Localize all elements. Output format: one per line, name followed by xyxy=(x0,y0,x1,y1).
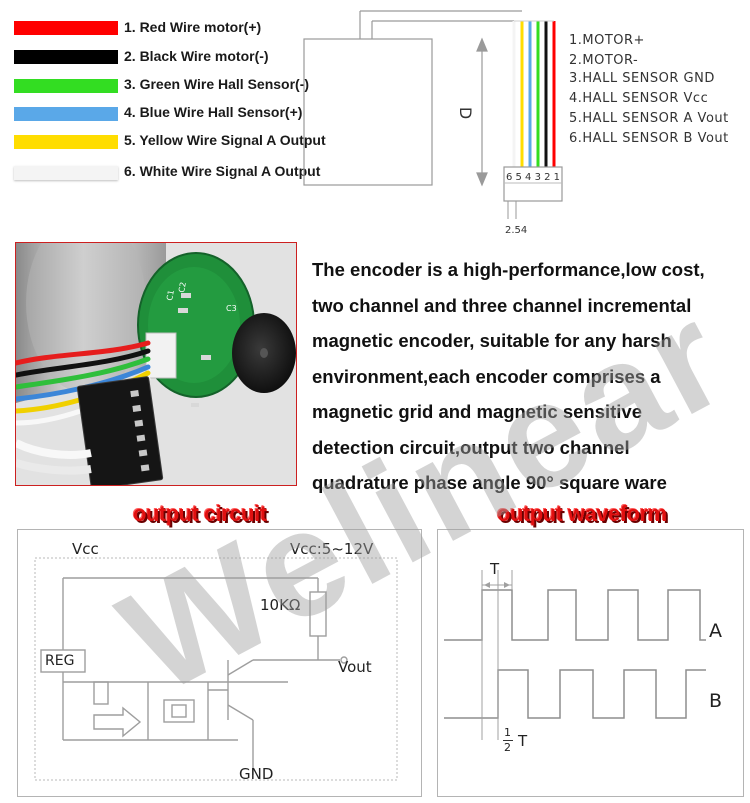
encoder-photo: C1 C2 C3 xyxy=(15,242,297,486)
motor-connector-drawing: D 6 5 4 3 2 1 2.54 xyxy=(303,10,563,235)
wire-swatch-red xyxy=(14,21,118,35)
output-circuit-panel: Vcc Vcc:5~12V 10KΩ REG Vout GND xyxy=(17,529,422,797)
output-waveform-panel: T A B 1 2 T xyxy=(437,529,744,797)
vout-label: Vout xyxy=(338,658,372,676)
dimension-label: D xyxy=(456,107,475,119)
description-line: magnetic encoder, suitable for any harsh xyxy=(312,330,672,351)
vcc-label: Vcc xyxy=(72,540,99,558)
channel-b-label: B xyxy=(709,690,723,712)
connector-pin-numbers: 6 5 4 3 2 1 xyxy=(506,172,560,183)
half-period-denominator: 2 xyxy=(504,741,511,754)
description-line: two channel and three channel incrementa… xyxy=(312,294,692,316)
period-label: T xyxy=(490,560,500,578)
pin-label-3: 3.HALL SENSOR GND xyxy=(569,71,715,86)
reg-label: REG xyxy=(45,653,75,669)
wire-swatch-yellow xyxy=(14,135,118,149)
encoder-description: The encoder is a high-performance,low co… xyxy=(312,252,744,501)
channel-a-label: A xyxy=(709,620,722,642)
pcb-label-c1: C1 xyxy=(165,289,176,301)
wire-label-yellow: 5. Yellow Wire Signal A Output xyxy=(124,132,326,148)
pin-label-5: 5.HALL SENSOR A Vout xyxy=(569,111,729,126)
gnd-label: GND xyxy=(239,765,274,783)
pin-label-6: 6.HALL SENSOR B Vout xyxy=(569,131,729,146)
half-period-numerator: 1 xyxy=(504,726,511,739)
output-circuit-schematic xyxy=(34,557,398,781)
vcc-range-label: Vcc:5~12V xyxy=(290,540,374,558)
wire-label-white: 6. White Wire Signal A Output xyxy=(124,163,321,179)
waveform-channel-a xyxy=(444,589,706,641)
pin-label-2: 2.MOTOR- xyxy=(569,53,639,68)
output-circuit-title: output circuit xyxy=(133,501,267,526)
resistor-label: 10KΩ xyxy=(260,596,301,614)
wire-swatch-green xyxy=(14,79,118,93)
pcb-label-c2: C2 xyxy=(177,281,188,293)
description-line: detection circuit,output two channel xyxy=(312,436,630,458)
pitch-label: 2.54 xyxy=(505,225,527,235)
pin-label-4: 4.HALL SENSOR Vcc xyxy=(569,91,709,106)
wire-swatch-black xyxy=(14,50,118,64)
waveform-channel-b xyxy=(444,669,706,719)
description-line: magnetic grid and magnetic sensitive xyxy=(312,401,643,422)
half-period-t: T xyxy=(518,732,528,750)
description-line: quadrature phase angle 90° square ware xyxy=(312,472,667,493)
quadrature-waveform xyxy=(444,570,706,740)
output-waveform-title: output waveform xyxy=(497,501,667,526)
pin-label-1: 1.MOTOR+ xyxy=(569,33,645,48)
fraction-bar xyxy=(503,740,513,741)
pcb-label-c3: C3 xyxy=(226,304,237,313)
wire-label-green: 3. Green Wire Hall Sensor(-) xyxy=(124,76,310,92)
wire-label-red: 1. Red Wire motor(+) xyxy=(124,19,262,35)
description-line: The encoder is a high-performance,low co… xyxy=(312,259,705,280)
encoder-illustration: C1 C2 C3 xyxy=(16,243,296,485)
wire-label-black: 2. Black Wire motor(-) xyxy=(124,48,269,64)
description-line: environment,each encoder comprises a xyxy=(312,365,661,387)
wire-swatch-white xyxy=(14,166,118,180)
wire-swatch-blue xyxy=(14,107,118,121)
wire-label-blue: 4. Blue Wire Hall Sensor(+) xyxy=(124,104,303,120)
